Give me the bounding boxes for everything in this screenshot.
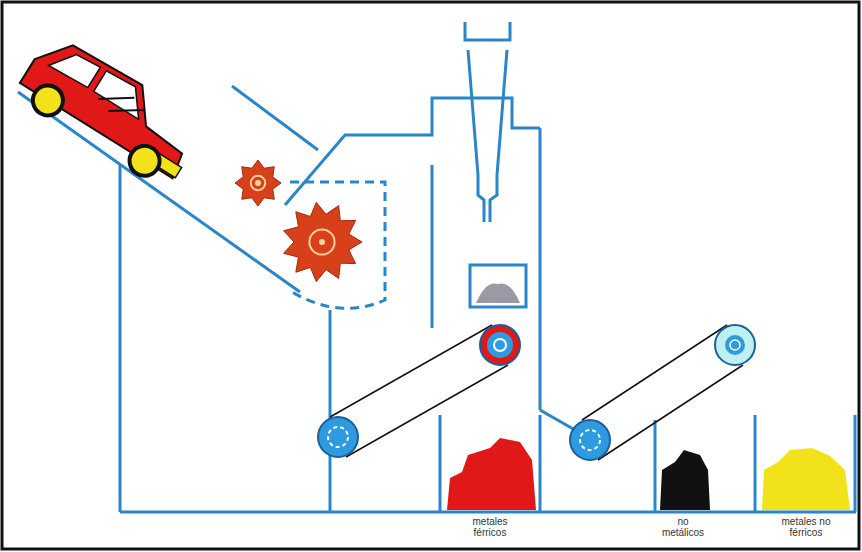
bin-label: metales no férricos — [771, 516, 841, 538]
machine-outline — [18, 22, 856, 512]
car — [12, 29, 208, 192]
ferrous-pile — [447, 438, 536, 510]
pulleys — [318, 325, 755, 460]
nonferrous-pile — [762, 448, 850, 510]
bin-label: no metálicos — [655, 516, 711, 538]
bin-label: metales férricos — [459, 516, 521, 538]
shredder-rotors — [235, 160, 362, 282]
dust-hopper — [470, 265, 526, 307]
dust-pile — [476, 283, 520, 303]
nonmetal-pile — [660, 450, 710, 510]
conveyor-belts — [330, 325, 743, 460]
